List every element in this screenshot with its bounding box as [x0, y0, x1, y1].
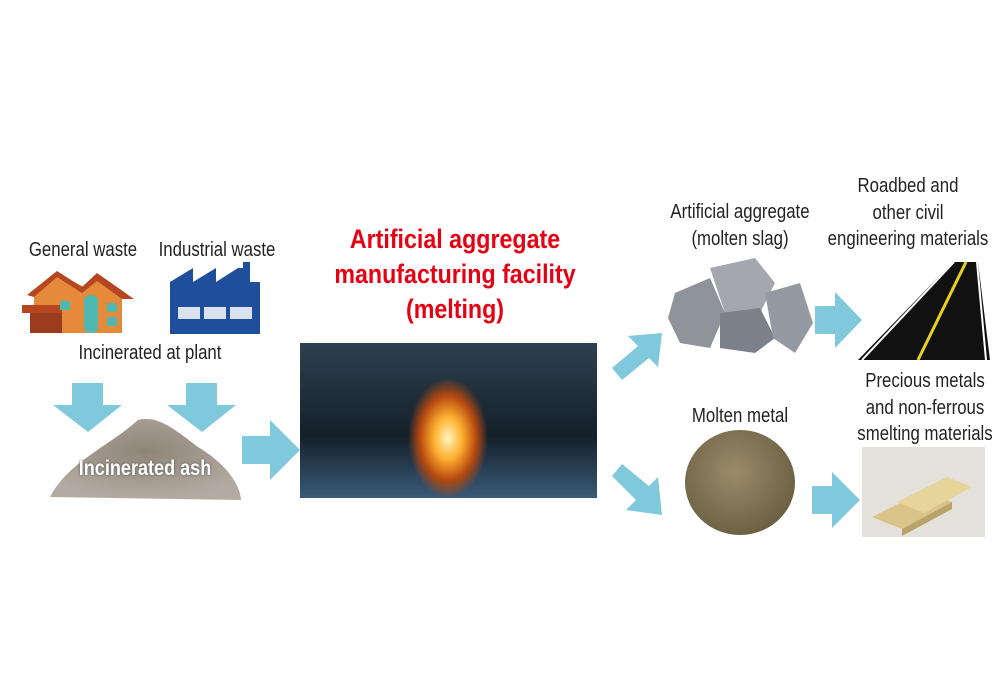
ash-pile-image — [50, 418, 241, 500]
slag-rocks-photo — [668, 258, 813, 353]
label-precious-2: and non-ferrous — [865, 397, 985, 419]
label-general-waste: General waste — [28, 239, 138, 261]
arrow-down-to-metal — [612, 464, 662, 515]
arrow-down-left — [53, 383, 122, 432]
label-roadbed-1: Roadbed and — [857, 175, 959, 197]
label-incinerated-ash: Incinerated ash — [78, 457, 212, 480]
house-icon — [22, 271, 134, 333]
label-incinerated-at-plant: Incinerated at plant — [78, 342, 222, 364]
metal-ingots-photo — [862, 447, 985, 537]
facility-title-line3: (melting) — [405, 294, 505, 324]
arrow-to-facility — [242, 420, 300, 480]
arrow-down-right — [167, 383, 236, 432]
label-molten-slag: (molten slag) — [691, 228, 789, 250]
label-artificial-aggregate: Artificial aggregate — [670, 201, 810, 223]
label-industrial-waste: Industrial waste — [158, 239, 276, 261]
facility-title-line1: Artificial aggregate — [349, 224, 561, 254]
molten-metal-disc-photo — [685, 430, 795, 535]
factory-icon — [170, 262, 260, 334]
label-roadbed-3: engineering materials — [827, 228, 989, 250]
arrow-up-to-aggregate — [612, 333, 662, 380]
label-molten-metal: Molten metal — [691, 405, 789, 427]
road-image — [858, 262, 990, 360]
arrow-to-roadbed — [815, 292, 862, 348]
melting-furnace-photo — [300, 343, 597, 498]
label-precious-3: smelting materials — [857, 423, 993, 445]
arrow-to-precious — [812, 472, 860, 528]
label-roadbed-2: other civil — [872, 202, 944, 224]
facility-title-line2: manufacturing facility — [334, 259, 576, 289]
label-precious-1: Precious metals — [865, 370, 985, 392]
